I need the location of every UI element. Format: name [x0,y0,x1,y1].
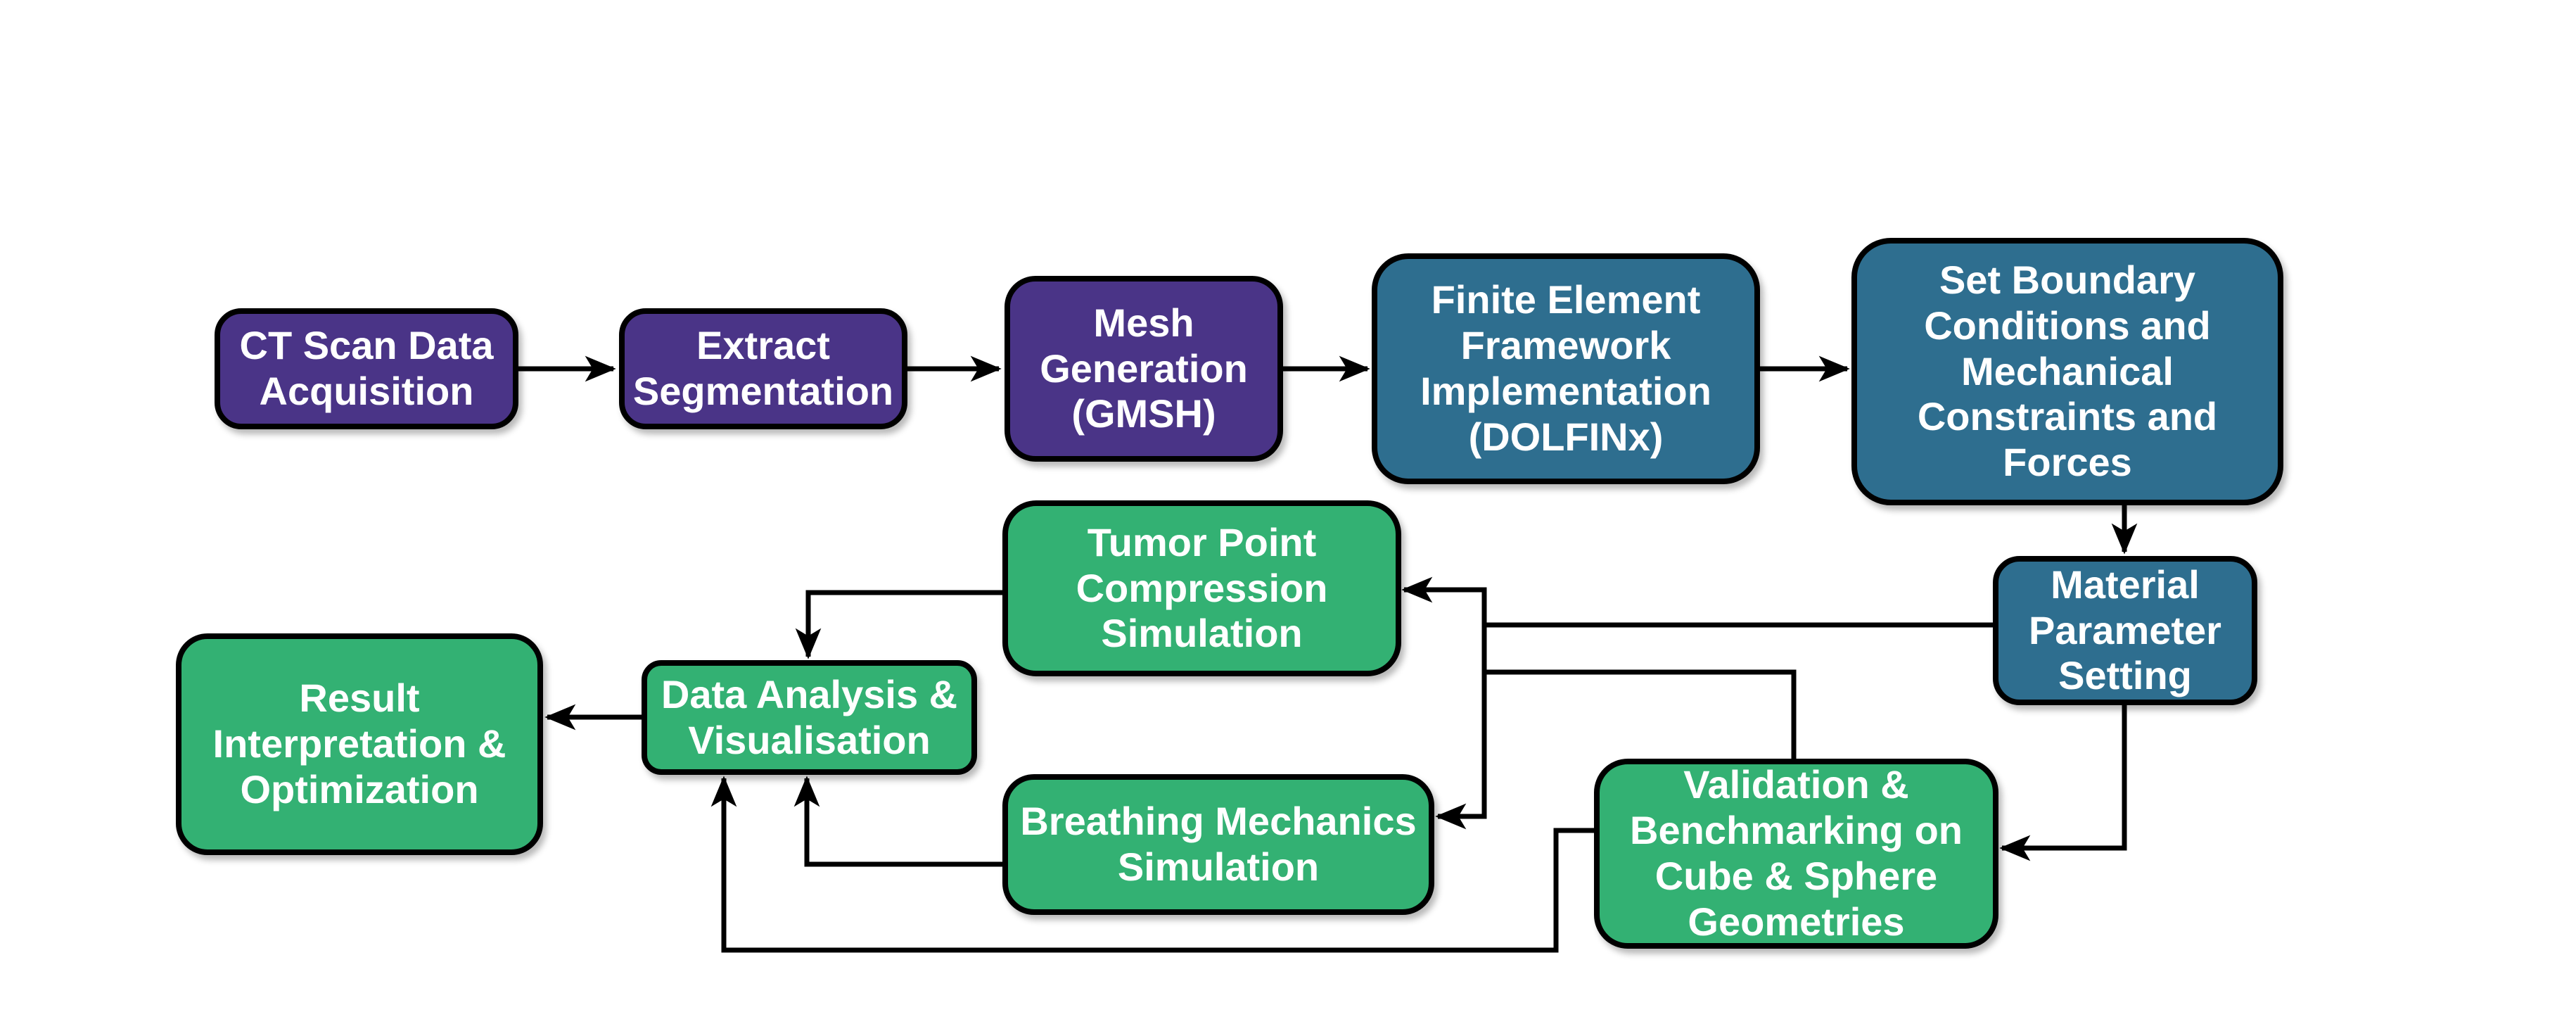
node-label: Material Parameter Setting [2029,562,2221,698]
node-material-parameter-setting: Material Parameter Setting [1993,556,2257,705]
node-label: Result Interpretation & Optimization [212,676,506,811]
edge-mps-to-tumor [1401,576,1993,628]
edge-breathing-to-da [793,776,1006,867]
node-breathing-mechanics-simulation: Breathing Mechanics Simulation [1002,774,1434,915]
edge-validation-to-da [710,776,1597,953]
node-label: Finite Element Framework Implementation … [1420,277,1711,459]
node-result-interpretation-optimization: Result Interpretation & Optimization [176,633,543,855]
edge-validation-top-link [1484,669,1797,759]
node-label: Mesh Generation (GMSH) [1040,300,1248,436]
node-label: Data Analysis & Visualisation [661,671,958,762]
node-label: Extract Segmentation [632,323,894,413]
node-label: CT Scan Data Acquisition [239,323,494,413]
edge-trunk-to-breathing [1435,625,1487,830]
edge-mps-to-validation [1999,704,2127,861]
node-mesh-generation-gmsh: Mesh Generation (GMSH) [1005,276,1283,462]
node-data-analysis-visualisation: Data Analysis & Visualisation [642,660,977,775]
node-label: Tumor Point Compression Simulation [1076,519,1328,656]
node-finite-element-framework-dolfinx: Finite Element Framework Implementation … [1372,253,1760,484]
edge-tumor-to-da [795,590,1006,659]
node-set-boundary-conditions: Set Boundary Conditions and Mechanical C… [1851,238,2283,505]
node-tumor-point-compression-simulation: Tumor Point Compression Simulation [1002,500,1401,676]
node-extract-segmentation: Extract Segmentation [619,308,907,429]
node-validation-benchmarking: Validation & Benchmarking on Cube & Sphe… [1594,759,1998,949]
node-label: Validation & Benchmarking on Cube & Sphe… [1630,762,1963,944]
node-ct-scan-data-acquisition: CT Scan Data Acquisition [215,308,518,429]
node-label: Breathing Mechanics Simulation [1020,799,1417,889]
node-label: Set Boundary Conditions and Mechanical C… [1917,257,2218,485]
